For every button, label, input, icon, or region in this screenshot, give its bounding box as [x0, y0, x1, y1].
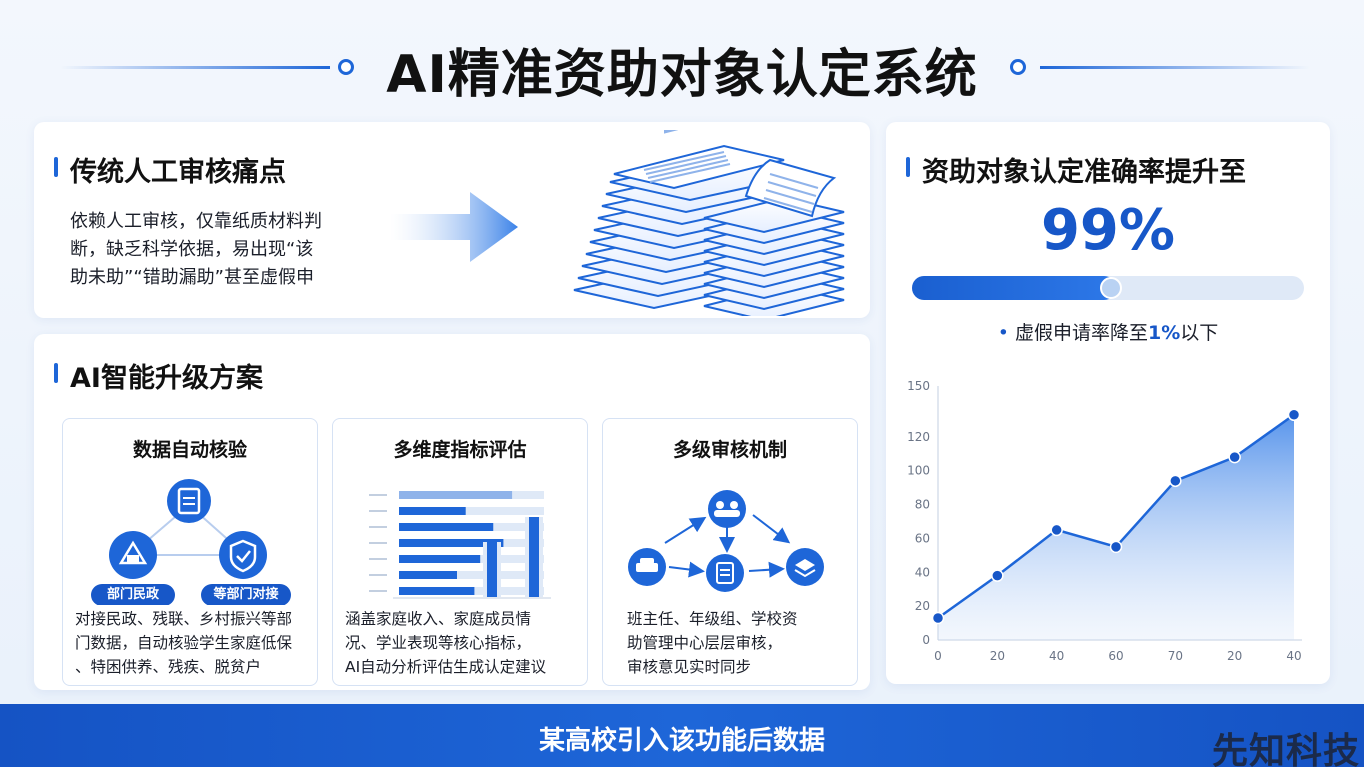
data-point — [1109, 540, 1123, 554]
arrow-right-icon — [390, 192, 518, 262]
data-point — [1228, 450, 1241, 464]
x-tick-label: 0 — [934, 649, 942, 663]
feature-card-multi-index: 多维度指标评估 涵盖家庭收入、家庭成员情 况、学业表现等核心指标， AI自动分析… — [332, 418, 588, 686]
y-tick-label: 100 — [907, 464, 930, 478]
y-tick-label: 20 — [915, 599, 930, 613]
title-decor-line-right — [1040, 66, 1310, 69]
title-decor-dot-left — [338, 59, 354, 75]
accuracy-progress-bar — [912, 276, 1304, 300]
data-point — [931, 611, 945, 625]
x-tick-label: 40 — [1049, 649, 1064, 663]
layers-icon — [786, 548, 824, 586]
car-icon — [628, 548, 666, 586]
x-tick-label: 40 — [1286, 649, 1301, 663]
paper-stack-icon — [573, 130, 845, 316]
feature-card-data-verify: 数据自动核验 部门民政 等部门 — [62, 418, 318, 686]
title-decor-line-left — [60, 66, 330, 69]
document-icon — [706, 554, 744, 592]
false-application-note: • 虚假申请率降至1%以下 — [886, 318, 1330, 345]
progress-knob — [1100, 277, 1122, 299]
progress-fill — [912, 276, 1116, 300]
group-icon — [708, 490, 746, 528]
accuracy-title: 资助对象认定准确率提升至 — [906, 150, 1246, 189]
x-tick-label: 20 — [990, 649, 1005, 663]
y-tick-label: 60 — [915, 531, 930, 545]
department-badge: 部门民政 — [106, 587, 159, 602]
data-point — [1050, 523, 1063, 537]
desc-line: 况、学业表现等核心指标， — [345, 634, 532, 652]
data-point — [991, 569, 1004, 582]
data-point — [1287, 408, 1301, 422]
y-tick-label: 150 — [907, 379, 930, 393]
desc-line: 对接民政、残联、乡村振兴等部 — [75, 610, 293, 628]
pain-line: 助未助”“错助漏助”甚至虚假申 — [70, 267, 314, 288]
trend-area-chart: 0 20 40 60 80 100 120 150 0 20 40 60 70 20 40 — [907, 379, 1302, 663]
pain-point-description: 依赖人工审核，仅靠纸质材料判 断，缺乏科学依据，易出现“该 助未助”“错助漏助”… — [70, 208, 370, 292]
pain-point-card: 传统人工审核痛点 依赖人工审核，仅靠纸质材料判 断，缺乏科学依据，易出现“该 助… — [34, 122, 870, 318]
y-tick-label: 0 — [922, 633, 930, 647]
x-tick-label: 70 — [1168, 649, 1183, 663]
feature-title: 多维度指标评估 — [393, 439, 527, 461]
feature-title: 数据自动核验 — [132, 439, 247, 461]
page-title: AI精准资助对象认定系统 — [386, 45, 978, 105]
note-highlight: 1% — [1147, 322, 1181, 344]
bar-chart-icon — [369, 491, 551, 599]
accuracy-value: 99% — [1040, 198, 1176, 263]
footer-bar: 某高校引入该功能后数据 先知科技 — [0, 704, 1364, 767]
ai-upgrade-card: AI智能升级方案 数据自动核验 — [34, 334, 870, 690]
desc-line: AI自动分析评估生成认定建议 — [345, 658, 547, 676]
bullet: • — [997, 322, 1015, 344]
feature-title: 多级审核机制 — [672, 439, 787, 461]
ai-upgrade-title: AI智能升级方案 — [54, 356, 263, 395]
area-fill — [938, 414, 1294, 640]
x-tick-label: 20 — [1227, 649, 1242, 663]
accuracy-card: 资助对象认定准确率提升至 99% • 虚假申请率降至1%以下 0 20 40 60 80… — [886, 122, 1330, 684]
feature-description: 涵盖家庭收入、家庭成员情 况、学业表现等核心指标， AI自动分析评估生成认定建议 — [345, 607, 581, 679]
x-tick-label: 60 — [1108, 649, 1123, 663]
desc-line: 班主任、年级组、学校资 — [627, 610, 798, 628]
badge-bg — [201, 584, 291, 605]
feature-description: 班主任、年级组、学校资 助管理中心层层审核， 审核意见实时同步 — [627, 607, 863, 679]
note-suffix: 以下 — [1180, 322, 1219, 344]
brand-watermark: 先知科技 — [1211, 731, 1360, 767]
department-link-badge: 等部门对接 — [213, 587, 279, 602]
y-tick-label: 40 — [915, 565, 930, 579]
y-tick-label: 80 — [915, 498, 930, 512]
desc-line: 门数据，自动核验学生家庭低保 — [75, 634, 293, 652]
title-decor-dot-right — [1010, 59, 1026, 75]
badge-bg — [91, 584, 175, 605]
review-flow-diagram — [628, 490, 824, 592]
data-point — [1169, 474, 1182, 488]
pain-line: 依赖人工审核，仅靠纸质材料判 — [70, 211, 322, 232]
feature-description: 对接民政、残联、乡村振兴等部 门数据，自动核验学生家庭低保 、特困供养、残疾、脱… — [75, 607, 311, 679]
note-prefix: 虚假申请率降至 — [1014, 322, 1148, 344]
pain-point-title: 传统人工审核痛点 — [54, 150, 286, 189]
feature-card-multi-review: 多级审核机制 — [602, 418, 858, 686]
data-verify-diagram — [91, 479, 291, 605]
clipboard-icon — [167, 479, 211, 523]
pain-line: 断，缺乏科学依据，易出现“该 — [70, 239, 314, 260]
desc-line: 助管理中心层层审核， — [627, 634, 783, 652]
title-bar: AI精准资助对象认定系统 — [0, 28, 1364, 105]
shield-check-icon — [219, 531, 267, 579]
desc-line: 审核意见实时同步 — [627, 658, 752, 676]
footer-text: 某高校引入该功能后数据 — [538, 726, 825, 756]
y-tick-label: 120 — [907, 430, 930, 444]
desc-line: 涵盖家庭收入、家庭成员情 — [345, 610, 532, 628]
desc-line: 、特困供养、残疾、脱贫户 — [75, 658, 262, 676]
building-icon — [109, 531, 157, 579]
